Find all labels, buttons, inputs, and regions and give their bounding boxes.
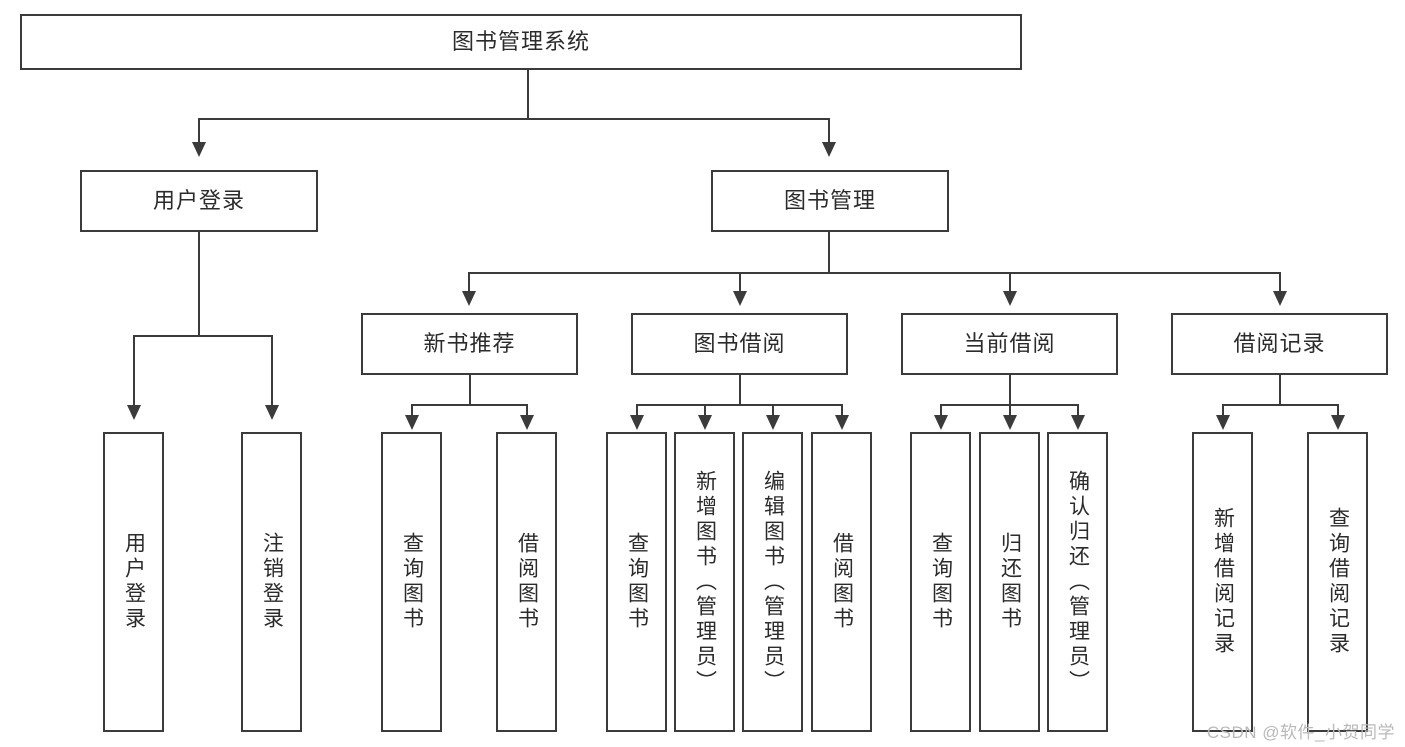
arrowhead-nb-2 (520, 415, 534, 430)
connector-drop-cb-2 (1009, 404, 1011, 418)
leaf-new-book-query[interactable]: 查询图书 (381, 432, 442, 732)
arrowhead-br-2 (1331, 415, 1345, 430)
connector-drop-nb-1 (411, 404, 413, 418)
connector-new-book-stem (469, 375, 471, 406)
arrowhead-cb-1 (934, 415, 948, 430)
connector-drop-bb-4 (841, 404, 843, 418)
leaf-record-query[interactable]: 查询借阅记录 (1307, 432, 1368, 732)
node-label: 查询图书 (625, 532, 649, 632)
connector-drop-br-2 (1337, 404, 1339, 418)
arrowhead-bb-3 (766, 415, 780, 430)
connector-drop-new-book (468, 272, 470, 294)
leaf-current-return-book[interactable]: 归还图书 (979, 432, 1040, 732)
leaf-user-login[interactable]: 用户登录 (103, 432, 164, 732)
node-label: 注销登录 (260, 532, 284, 632)
node-label: 图书借阅 (693, 331, 786, 357)
leaf-logout[interactable]: 注销登录 (241, 432, 302, 732)
leaf-borrow-add-book[interactable]: 新增图书（管理员） (674, 432, 735, 732)
node-label: 编辑图书（管理员） (761, 469, 785, 695)
connector-drop-leaf-logout (271, 335, 273, 408)
connector-user-login-bus (133, 335, 273, 337)
connector-borrow-record-bus (1222, 404, 1339, 406)
node-label: 借阅图书 (515, 532, 539, 632)
connector-user-login-stem (198, 232, 200, 336)
connector-drop-book-borrow (739, 272, 741, 294)
leaf-borrow-edit-book[interactable]: 编辑图书（管理员） (742, 432, 803, 732)
node-new-book-recommend[interactable]: 新书推荐 (361, 313, 578, 375)
connector-drop-cb-3 (1077, 404, 1079, 418)
connector-drop-nb-2 (526, 404, 528, 418)
connector-level3-bus (468, 272, 1280, 274)
node-label: 新书推荐 (423, 331, 516, 357)
arrowhead-bb-4 (835, 415, 849, 430)
arrowhead-book-manage (822, 142, 836, 157)
connector-drop-leaf-user-login (133, 335, 135, 408)
node-label: 查询借阅记录 (1326, 507, 1350, 657)
node-label: 归还图书 (998, 532, 1022, 632)
node-user-login[interactable]: 用户登录 (80, 170, 318, 232)
node-label: 借阅图书 (830, 532, 854, 632)
node-label: 用户登录 (152, 188, 245, 214)
connector-book-manage-stem (828, 232, 830, 274)
connector-new-book-bus (411, 404, 528, 406)
connector-drop-current-borrow (1009, 272, 1011, 294)
connector-drop-cb-1 (940, 404, 942, 418)
leaf-new-book-borrow[interactable]: 借阅图书 (496, 432, 557, 732)
node-label: 用户登录 (122, 532, 146, 632)
arrowhead-borrow-record (1273, 291, 1287, 306)
node-label: 查询图书 (929, 532, 953, 632)
arrowhead-cb-3 (1071, 415, 1085, 430)
node-label: 图书管理系统 (451, 29, 590, 55)
arrowhead-user-login (192, 142, 206, 157)
arrowhead-br-1 (1216, 415, 1230, 430)
connector-drop-bb-2 (704, 404, 706, 418)
node-current-borrow[interactable]: 当前借阅 (901, 313, 1118, 375)
connector-drop-bb-1 (636, 404, 638, 418)
arrowhead-leaf-user-login (127, 405, 141, 420)
node-label: 新增图书（管理员） (693, 469, 717, 695)
arrowhead-bb-1 (630, 415, 644, 430)
connector-book-borrow-stem (739, 375, 741, 406)
node-root-system[interactable]: 图书管理系统 (20, 14, 1022, 70)
arrowhead-leaf-logout (265, 405, 279, 420)
connector-drop-book-manage (828, 118, 830, 145)
connector-drop-bb-3 (772, 404, 774, 418)
leaf-current-confirm-return[interactable]: 确认归还（管理员） (1047, 432, 1108, 732)
node-borrow-record[interactable]: 借阅记录 (1171, 313, 1388, 375)
node-book-management[interactable]: 图书管理 (711, 170, 949, 232)
watermark-text: CSDN @软件_小贺同学 (1206, 723, 1395, 742)
connector-level2-bus (198, 118, 830, 120)
connector-root-stem (527, 70, 529, 119)
arrowhead-bb-2 (698, 415, 712, 430)
node-label: 确认归还（管理员） (1066, 469, 1090, 695)
arrowhead-book-borrow (733, 291, 747, 306)
node-label: 图书管理 (783, 188, 876, 214)
connector-current-borrow-stem (1009, 375, 1011, 406)
arrowhead-nb-1 (405, 415, 419, 430)
connector-drop-borrow-record (1279, 272, 1281, 294)
connector-borrow-record-stem (1279, 375, 1281, 406)
node-label: 查询图书 (400, 532, 424, 632)
arrowhead-new-book (462, 291, 476, 306)
node-label: 新增借阅记录 (1211, 507, 1235, 657)
node-label: 借阅记录 (1233, 331, 1326, 357)
arrowhead-cb-2 (1003, 415, 1017, 430)
arrowhead-current-borrow (1003, 291, 1017, 306)
connector-drop-br-1 (1222, 404, 1224, 418)
node-book-borrow[interactable]: 图书借阅 (631, 313, 848, 375)
leaf-borrow-borrow-book[interactable]: 借阅图书 (811, 432, 872, 732)
connector-book-borrow-bus (636, 404, 843, 406)
node-label: 当前借阅 (963, 331, 1056, 357)
leaf-current-query-book[interactable]: 查询图书 (910, 432, 971, 732)
leaf-borrow-query-book[interactable]: 查询图书 (606, 432, 667, 732)
leaf-record-add[interactable]: 新增借阅记录 (1192, 432, 1253, 732)
connector-drop-user-login (198, 118, 200, 145)
